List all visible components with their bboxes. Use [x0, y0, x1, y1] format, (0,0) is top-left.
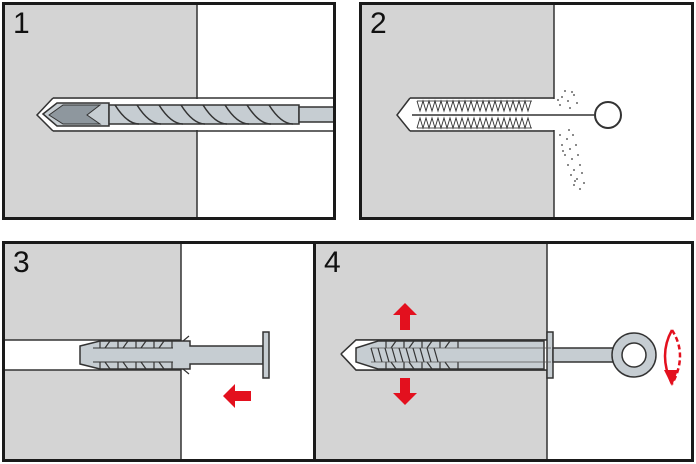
expand-down-arrow-icon [393, 378, 417, 405]
step-number: 3 [13, 246, 30, 279]
brush-illustration [362, 5, 622, 217]
hook-screw-illustration [316, 244, 682, 459]
plug-collar [546, 331, 554, 379]
step-number: 4 [324, 246, 341, 279]
plug-collar [262, 331, 270, 379]
eye-hook-screw [370, 332, 657, 378]
push-arrow-icon [223, 384, 251, 408]
rotate-clockwise-icon [663, 329, 682, 386]
wall-plug [79, 331, 270, 379]
step-number: 1 [13, 7, 30, 40]
step-4-panel: 4 [313, 241, 694, 462]
step-2-panel: 2 [359, 2, 694, 220]
step-1-panel: 1 [2, 2, 336, 220]
plug-insert-illustration [5, 244, 270, 459]
drill-illustration [5, 5, 333, 217]
drill-bit [41, 102, 333, 127]
step-number: 2 [370, 7, 387, 40]
dust-particles [557, 90, 585, 190]
step-3-panel: 3 [2, 241, 321, 462]
cleaning-brush [412, 99, 622, 130]
expand-up-arrow-icon [393, 303, 417, 330]
